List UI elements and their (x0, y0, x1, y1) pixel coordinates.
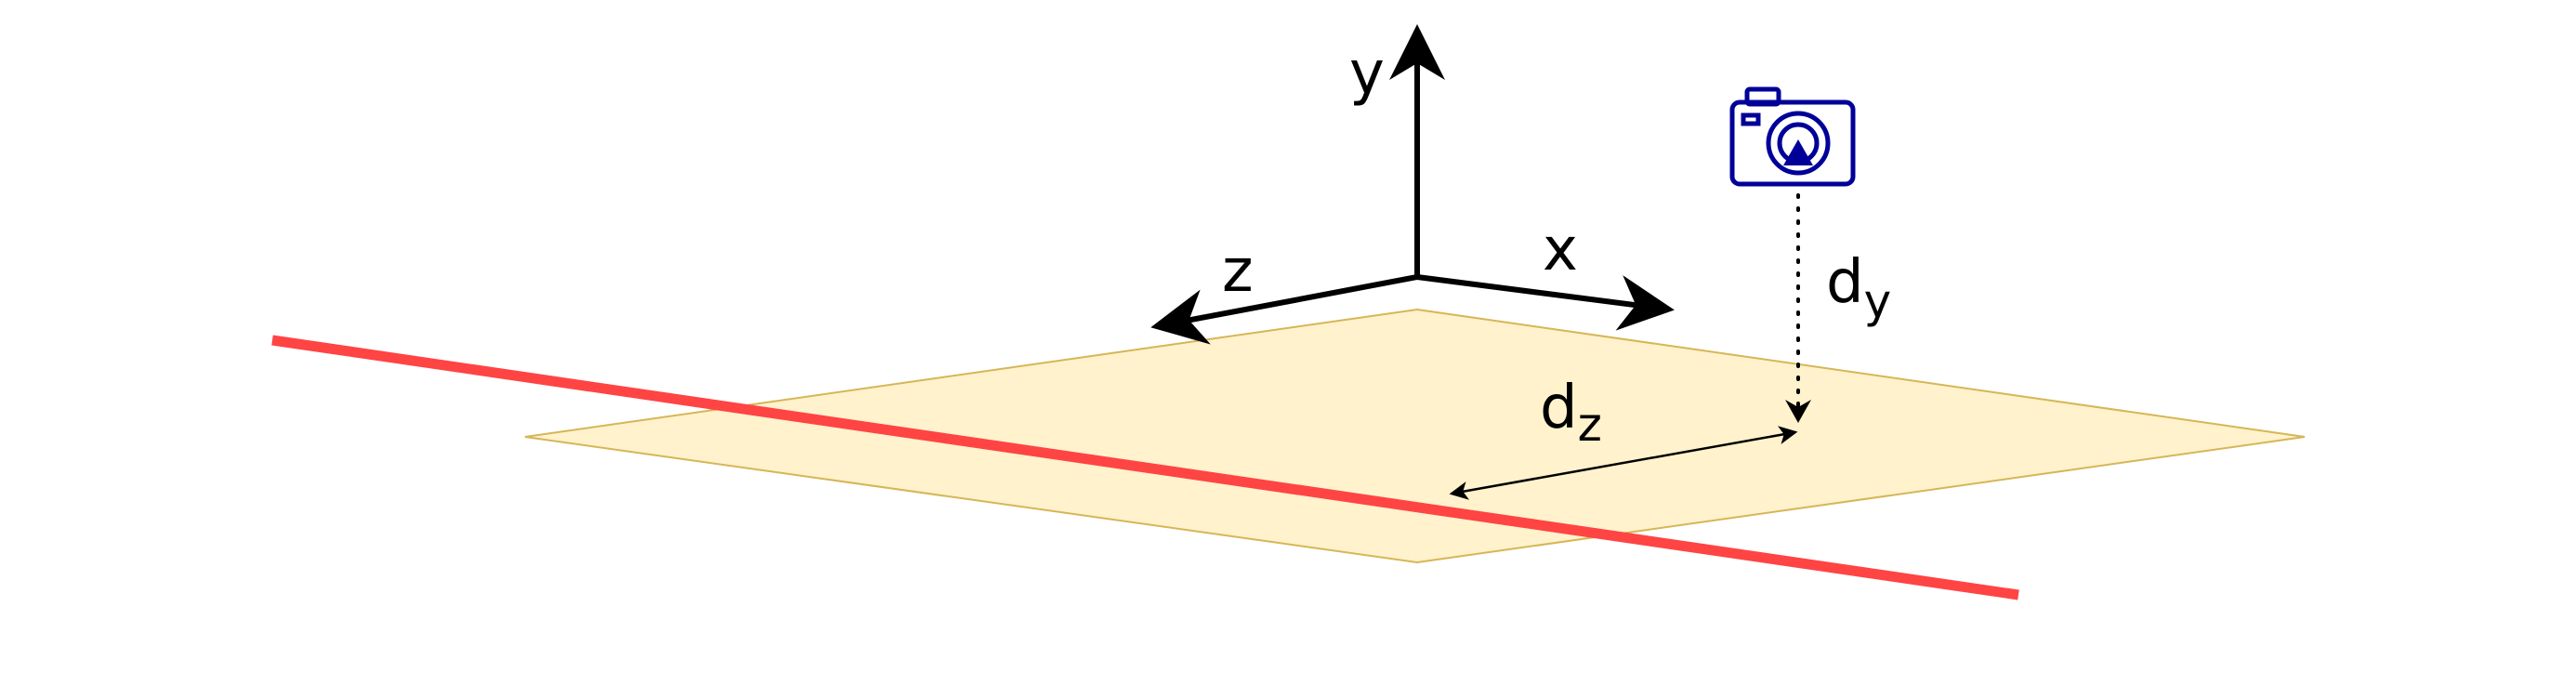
y-axis-label: y (1349, 39, 1385, 108)
x-axis (1416, 274, 1675, 331)
dy-label: dy (1826, 248, 1891, 328)
red-line (271, 335, 2019, 600)
dz-label-main: d (1540, 374, 1578, 442)
ground-plane (524, 308, 2306, 564)
dz-label: dz (1540, 374, 1602, 452)
z-axis-label: z (1222, 237, 1254, 306)
z-axis (1150, 274, 1418, 345)
dz-label-sub: z (1578, 398, 1602, 452)
camera-icon (1729, 86, 1856, 187)
dy-arrow-head (1785, 400, 1811, 423)
dy-label-main: d (1826, 248, 1864, 317)
dy-label-sub: y (1864, 274, 1892, 328)
x-axis-label: x (1543, 216, 1578, 284)
dz-distance-arrow (1449, 426, 1798, 500)
